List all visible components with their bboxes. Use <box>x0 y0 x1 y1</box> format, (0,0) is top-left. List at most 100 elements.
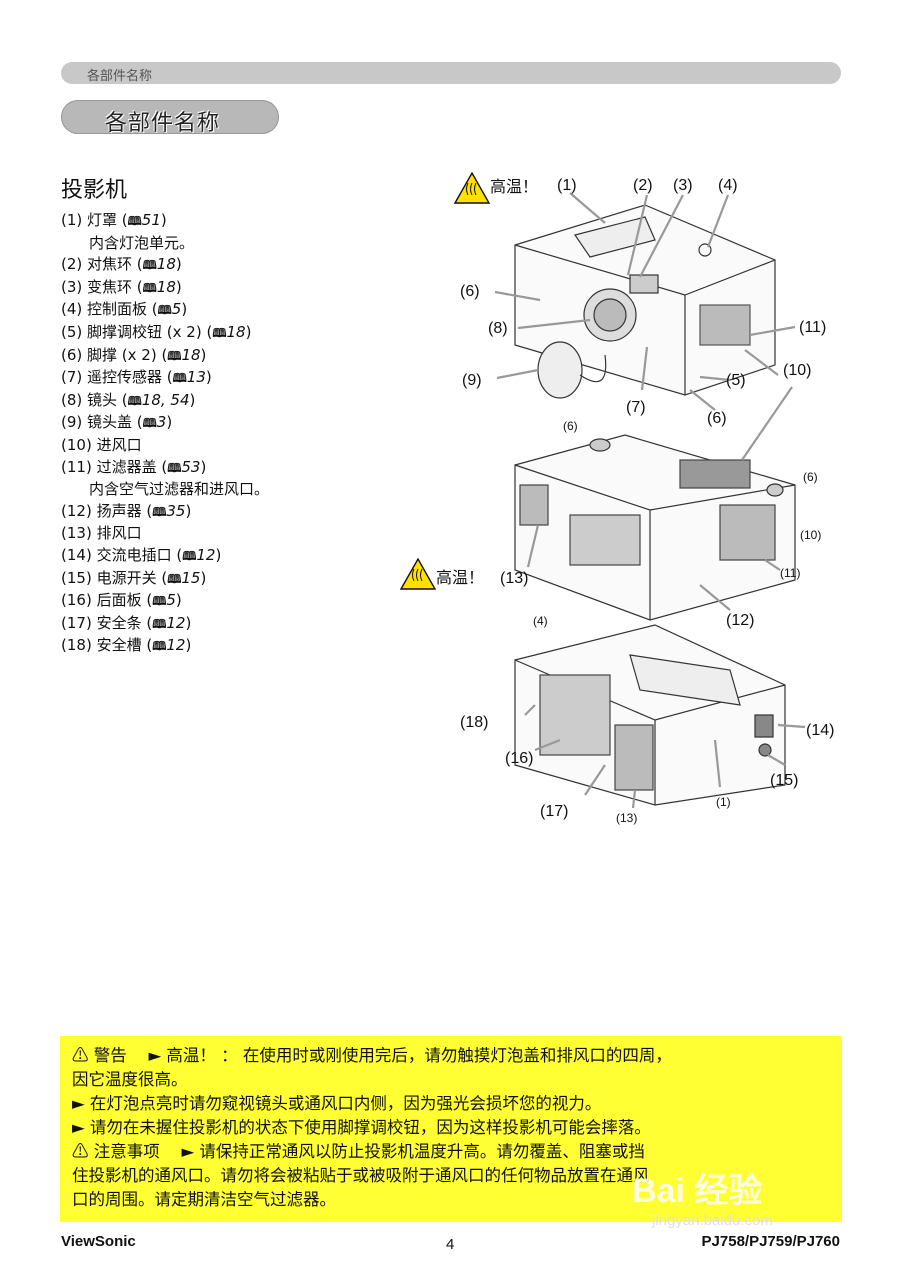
part-name: 灯罩 ( <box>87 211 128 229</box>
part-ref-close: ) <box>189 390 196 409</box>
part-item: (8) 镜头 (🕮18, 54) <box>61 390 401 413</box>
page-ref-link[interactable]: 5 <box>166 591 176 610</box>
footer-brand: ViewSonic <box>61 1233 136 1250</box>
label-4: (4) <box>718 177 738 194</box>
part-ref-close: ) <box>185 501 192 520</box>
label-13-mid: (13) <box>500 570 528 587</box>
part-name: 安全条 ( <box>96 613 153 632</box>
part-item: (12) 扬声器 (🕮35) <box>61 501 401 524</box>
part-ref-close: ) <box>175 277 182 296</box>
page-ref-link[interactable]: 18 <box>181 345 201 364</box>
part-item: (4) 控制面板 (🕮5) <box>61 299 401 322</box>
label-6a: (6) <box>460 283 480 300</box>
part-item: (14) 交流电插口 (🕮12) <box>61 545 401 568</box>
page-ref-link[interactable]: 18 <box>156 277 176 296</box>
part-name: 控制面板 ( <box>87 300 158 319</box>
warning-box: ⚠ 警告 ► 高温！ ： 在使用时或刚使用完后，请勿触摸灯泡盖和排风口的四周， … <box>60 1036 842 1222</box>
label-17: (17) <box>540 803 568 820</box>
warning-line-1: ⚠ 警告 ► 高温！ ： 在使用时或刚使用完后，请勿触摸灯泡盖和排风口的四周， <box>72 1046 672 1065</box>
part-name: 排风口 <box>96 524 142 543</box>
footer-model: PJ758/PJ759/PJ760 <box>701 1233 840 1250</box>
page-ref-link[interactable]: 18, 54 <box>141 390 190 409</box>
part-name: 扬声器 ( <box>96 501 153 520</box>
label-8: (8) <box>488 320 508 337</box>
part-name: 镜头 ( <box>87 390 128 409</box>
watermark-logo: Bai 经验 <box>632 1172 763 1210</box>
part-number: (2) <box>61 255 88 274</box>
page-ref-link[interactable]: 12 <box>196 545 216 564</box>
part-item: (6) 脚撑 (x 2) (🕮18) <box>61 345 401 368</box>
hot-label-mid: 高温！ <box>436 569 484 587</box>
part-name: 后面板 ( <box>96 591 153 610</box>
book-icon: 🕮 <box>142 280 157 295</box>
breadcrumb: 各部件名称 <box>87 69 153 84</box>
label-6-small-b: (6) <box>803 470 818 484</box>
parts-list: (1) 灯罩 (🕮51)内含灯泡单元。(2) 对焦环 (🕮18)(3) 变焦环 … <box>61 210 401 658</box>
part-item: (5) 脚撑调校钮 (x 2) (🕮18) <box>61 322 401 345</box>
part-number: (3) <box>61 277 88 296</box>
page-ref-link[interactable]: 18 <box>226 322 246 341</box>
part-ref-close: ) <box>175 255 182 274</box>
book-icon: 🕮 <box>172 371 187 386</box>
part-name: 电源开关 ( <box>96 568 168 587</box>
part-ref-close: ) <box>181 300 188 319</box>
label-16: (16) <box>505 750 533 767</box>
part-ref-close: ) <box>200 345 207 364</box>
label-11-small: (11) <box>780 566 800 580</box>
page-ref-link[interactable]: 35 <box>166 501 186 520</box>
part-name: 变焦环 ( <box>87 277 143 296</box>
page-ref-link[interactable]: 18 <box>156 255 176 274</box>
part-item: (3) 变焦环 (🕮18) <box>61 277 401 300</box>
page-ref-link[interactable]: 5 <box>171 300 182 319</box>
part-item: (17) 安全条 (🕮12) <box>61 613 401 636</box>
book-icon: 🕮 <box>167 348 182 363</box>
label-1: (1) <box>557 177 577 194</box>
label-15: (15) <box>770 772 798 789</box>
part-item: (18) 安全槽 (🕮12) <box>61 635 401 658</box>
page-ref-link[interactable]: 12 <box>166 636 186 655</box>
page-ref-link[interactable]: 12 <box>166 613 186 632</box>
label-2: (2) <box>633 177 653 194</box>
book-icon: 🕮 <box>182 548 197 563</box>
label-10: (10) <box>783 362 811 379</box>
part-name: 镜头盖 ( <box>87 413 143 432</box>
part-number: (13) <box>61 524 97 543</box>
page-number: 4 <box>446 1236 455 1253</box>
part-number: (11) <box>61 457 97 476</box>
part-item: (7) 遥控传感器 (🕮13) <box>61 367 401 390</box>
part-number: (12) <box>61 501 97 520</box>
part-ref-close: ) <box>200 457 207 476</box>
label-14: (14) <box>806 722 834 739</box>
part-item: (1) 灯罩 (🕮51) <box>61 210 401 233</box>
part-number: (5) <box>61 322 88 341</box>
part-note: 内含空气过滤器和进风口。 <box>89 480 270 499</box>
book-icon: 🕮 <box>212 325 227 340</box>
part-name: 进风口 <box>96 435 142 454</box>
page-ref-link[interactable]: 15 <box>181 568 201 587</box>
part-number: (14) <box>61 545 97 564</box>
book-icon: 🕮 <box>152 504 167 519</box>
page-ref-link[interactable]: 53 <box>181 457 201 476</box>
page-ref-link[interactable]: 13 <box>186 368 206 387</box>
label-7: (7) <box>626 399 646 416</box>
part-item: (11) 过滤器盖 (🕮53) <box>61 457 401 480</box>
part-note: 内含灯泡单元。 <box>89 233 195 252</box>
projector-illustration: 高温！ 高温！ (1) (2) (3) (4) (6) (8) (9) (7) … <box>399 171 834 825</box>
part-number: (9) <box>61 413 88 432</box>
part-number: (1) <box>61 211 88 229</box>
warning-line-4: ► 请勿在未握住投影机的状态下使用脚撑调校钮，因为这样投影机可能会摔落。 <box>72 1118 651 1137</box>
watermark-url: jingyan.baidu.com <box>652 1212 773 1229</box>
book-icon: 🕮 <box>152 616 167 631</box>
book-icon: 🕮 <box>142 416 157 431</box>
part-name: 脚撑 (x 2) ( <box>87 345 168 364</box>
part-number: (10) <box>61 435 97 454</box>
part-item: (2) 对焦环 (🕮18) <box>61 254 401 277</box>
page-ref-link[interactable]: 51 <box>141 211 161 229</box>
part-ref-close: ) <box>215 545 222 564</box>
page-ref-link[interactable]: 3 <box>156 413 167 432</box>
label-9: (9) <box>462 372 482 389</box>
part-ref-close: ) <box>175 591 182 610</box>
book-icon: 🕮 <box>157 303 172 318</box>
part-number: (17) <box>61 613 97 632</box>
part-number: (16) <box>61 591 97 610</box>
